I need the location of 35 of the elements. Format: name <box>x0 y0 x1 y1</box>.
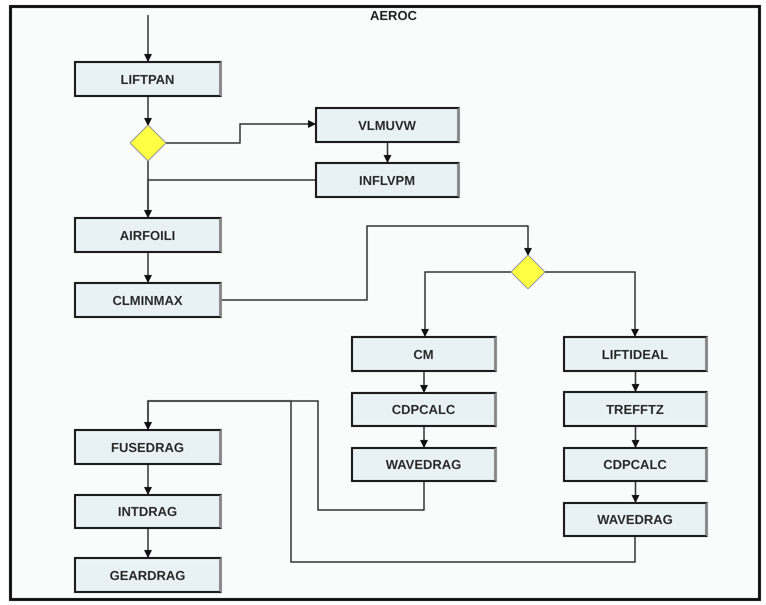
process-box: VLMUVW <box>315 107 460 143</box>
connector-arrow <box>144 97 152 126</box>
process-box: LIFTIDEAL <box>563 336 708 372</box>
process-box: CM <box>351 336 497 372</box>
process-box: CDPCALC <box>563 447 708 482</box>
connector-arrow <box>632 482 640 503</box>
connector-arrow <box>144 179 315 218</box>
decision-diamond <box>130 125 166 161</box>
connector-arrow <box>421 271 511 337</box>
connector-arrow <box>545 271 639 337</box>
connector-arrow <box>632 372 640 392</box>
process-box: CLMINMAX <box>74 282 222 318</box>
process-box: GEARDRAG <box>74 557 222 593</box>
process-box: INFLVPM <box>315 162 460 198</box>
process-box: TREFFTZ <box>563 391 708 427</box>
connector-arrow <box>144 253 152 283</box>
diagram-title: AEROC <box>370 8 417 23</box>
connector-arrow <box>222 225 532 301</box>
connector-arrow <box>144 15 152 62</box>
connector-arrow <box>144 400 636 563</box>
decision-diamond <box>511 255 545 289</box>
process-box: INTDRAG <box>74 494 222 529</box>
process-box: FUSEDRAG <box>74 429 222 465</box>
connector-arrow <box>384 143 392 163</box>
process-box: WAVEDRAG <box>351 447 497 482</box>
process-box: LIFTPAN <box>74 61 222 97</box>
connector-arrow <box>420 372 428 393</box>
connector-arrow <box>144 465 152 495</box>
process-box: CDPCALC <box>351 392 497 427</box>
connector-arrow <box>166 120 316 144</box>
process-box: AIRFOILI <box>74 217 222 253</box>
connector-arrow <box>144 529 152 558</box>
process-box: WAVEDRAG <box>563 502 708 537</box>
connector-arrow <box>420 427 428 448</box>
connector-arrow <box>632 427 640 448</box>
